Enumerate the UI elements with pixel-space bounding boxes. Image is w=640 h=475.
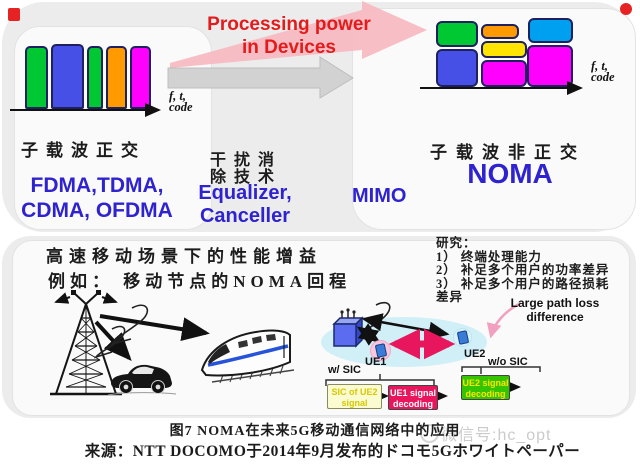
ue1-bracket xyxy=(325,374,435,386)
mimo-label: MIMO xyxy=(352,185,407,207)
non-orthogonal-title: 子载波非正交 xyxy=(430,143,586,162)
tower-to-train-arrow xyxy=(99,314,210,342)
left-bar-1 xyxy=(25,46,48,109)
red-square-mark xyxy=(8,8,20,21)
source-caption: 来源：NTT DOCOMO于2014年9月发布的ドコモ5Gホワイトペーパー xyxy=(84,443,581,460)
antenna-tower-icon xyxy=(50,290,122,396)
processing-power-label: Processing power xyxy=(207,14,371,35)
with-sic-label: w/ SIC xyxy=(328,364,362,376)
left-axis-label: f, t,code xyxy=(169,89,193,114)
scenario-example: 例如： 移动节点的NOMA回程 xyxy=(48,272,352,291)
ue1-device-icon xyxy=(370,340,391,361)
path-loss-pointer xyxy=(486,302,520,339)
red-dot-mark xyxy=(620,3,632,15)
bs-to-ue2-link xyxy=(361,313,450,340)
block-cyan xyxy=(528,18,573,43)
block-blue xyxy=(436,49,478,87)
pink-growth-arrow xyxy=(170,1,427,68)
block-magenta-2 xyxy=(527,45,573,87)
block-green xyxy=(436,21,478,47)
orthogonal-title: 子载波正交 xyxy=(21,141,146,160)
tower-to-car-arrow xyxy=(94,320,132,361)
ue2-label: UE2 xyxy=(464,348,486,360)
ue1-label: UE1 xyxy=(365,356,387,368)
ue2-bracket xyxy=(461,366,541,374)
equalizer-canceller-label: Equalizer,Canceller xyxy=(198,182,292,227)
base-station-icon xyxy=(332,308,364,348)
without-sic-label: w/o SIC xyxy=(488,356,528,368)
bs-to-ue1-link xyxy=(356,323,381,346)
scenario-heading: 高速移动场景下的性能增益 xyxy=(46,247,322,266)
squiggle-2-b xyxy=(93,325,126,359)
watermark-logo-icon xyxy=(420,424,439,443)
left-bar-4 xyxy=(106,46,127,109)
in-devices-label: in Devices xyxy=(242,37,336,58)
figure-caption: 图7 NOMA在未来5G移动通信网络中的应用 xyxy=(169,424,461,439)
left-bar-2 xyxy=(51,44,84,109)
car-icon xyxy=(107,364,177,396)
block-orange xyxy=(481,24,519,39)
watermark: 微信号:hc_opt xyxy=(420,421,552,445)
right-axis-label: f, t,code xyxy=(591,59,615,84)
block-magenta-1 xyxy=(481,60,527,87)
gray-transition-arrow xyxy=(167,56,354,99)
train-icon xyxy=(200,329,295,384)
noma-label: NOMA xyxy=(467,158,553,189)
ue2-device-icon xyxy=(453,328,472,347)
block-yellow xyxy=(481,41,527,58)
research-notes: 研究： 1） 终端处理能力 2） 补足多个用户的功率差异 3） 补足多个用户的路… xyxy=(436,236,610,304)
interference-cancellation-title: 干扰消除技术 xyxy=(209,152,282,186)
left-bar-3 xyxy=(87,46,103,109)
left-bar-5 xyxy=(130,46,151,109)
orthogonal-tech-list: FDMA,TDMA,CDMA, OFDMA xyxy=(21,174,173,222)
squiggle-2-a xyxy=(109,304,149,346)
